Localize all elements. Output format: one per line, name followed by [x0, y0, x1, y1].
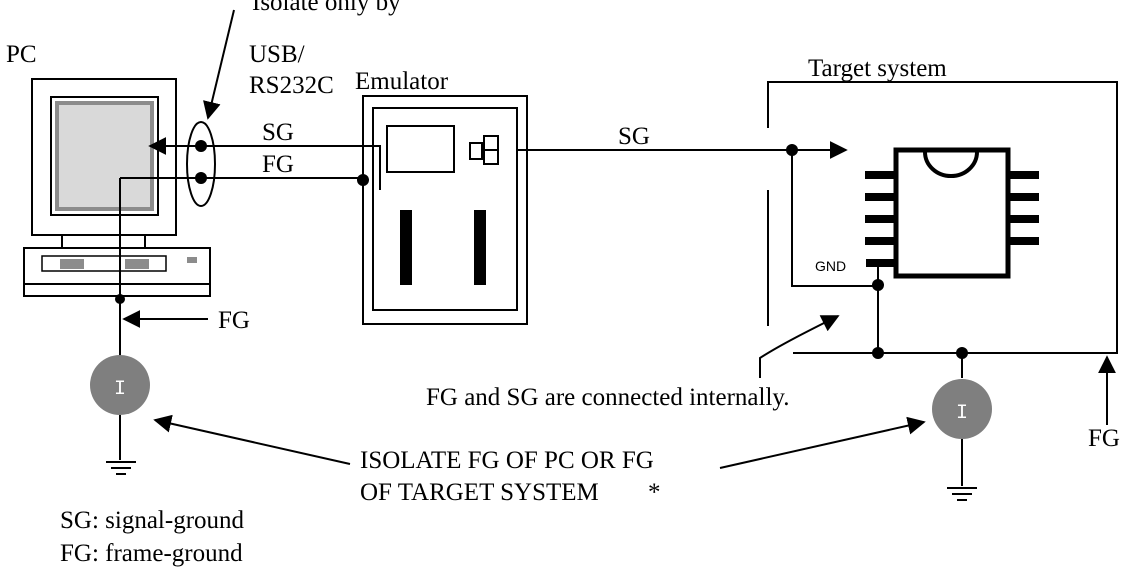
sg-pc-label: SG: [262, 119, 294, 146]
fg-target-label: FG: [1088, 425, 1120, 452]
gnd-label: GND: [815, 258, 846, 274]
emulator-label: Emulator: [355, 68, 449, 95]
ic-chip-icon: [865, 147, 1039, 279]
target-system-box: [767, 81, 1118, 354]
top-cut-label: Isolate only by: [252, 0, 401, 16]
isolate-arrow-left: [153, 414, 351, 465]
legend-sg: SG: signal-ground: [60, 507, 245, 534]
legend-fg: FG: frame-ground: [60, 540, 243, 567]
sg-target-label: SG: [618, 123, 650, 150]
isolate-asterisk: *: [648, 479, 661, 506]
target-system-label: Target system: [808, 55, 947, 82]
ground-symbol-left: [106, 461, 136, 475]
cable-ellipse: [186, 121, 216, 207]
isolator-right-label: I: [956, 402, 968, 425]
rs232c-label: RS232C: [249, 72, 334, 99]
fg-pc-ground-label: FG: [218, 307, 250, 334]
isolate-line2: OF TARGET SYSTEM: [360, 479, 599, 506]
usb-label: USB/: [249, 41, 305, 68]
pc-icon: [23, 78, 211, 297]
emulator-icon: [362, 95, 528, 325]
fg-pc-label: FG: [262, 151, 294, 178]
isolator-left-label: I: [114, 378, 126, 401]
ground-symbol-right: [947, 487, 977, 501]
usb-pointer-arrow: [203, 9, 235, 120]
isolate-arrow-right: [719, 416, 926, 469]
pc-label: PC: [6, 41, 37, 68]
isolate-line1: ISOLATE FG OF PC OR FG: [360, 447, 654, 474]
internal-note: FG and SG are connected internally.: [426, 384, 790, 411]
